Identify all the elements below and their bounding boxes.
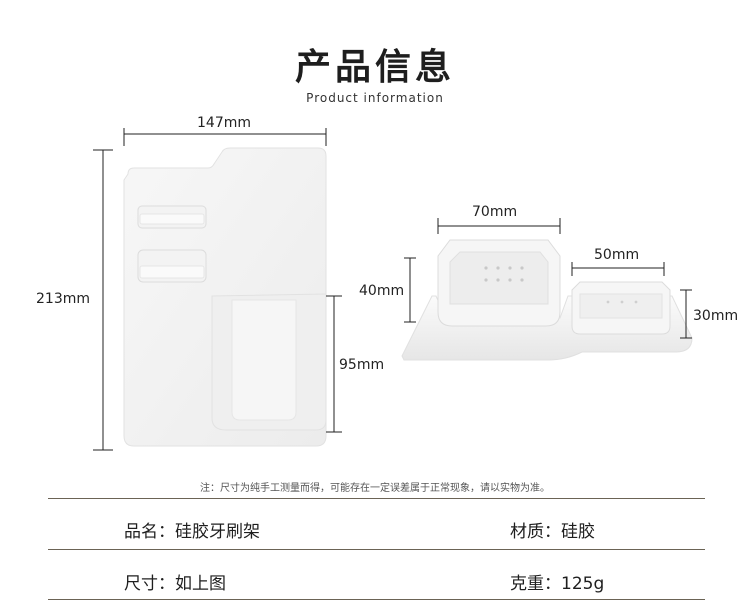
page-subtitle: Product information — [306, 91, 444, 105]
side-view — [401, 239, 693, 361]
spec-material: 材质：硅胶 — [510, 522, 595, 542]
width-label: 147mm — [197, 115, 251, 131]
page-title: 产品信息 — [294, 47, 455, 88]
spec-size: 尺寸：如上图 — [124, 574, 226, 594]
large-box-height-line — [404, 257, 416, 323]
width-dimension-line — [123, 128, 327, 146]
height-label: 213mm — [36, 291, 90, 307]
small-box-height-label: 30mm — [693, 308, 739, 324]
large-box-height-label: 40mm — [359, 283, 405, 299]
small-box-height-line — [680, 289, 692, 339]
measurement-note: 注：尺寸为纯手工测量而得，可能存在一定误差属于正常现象，请以实物为准。 — [200, 483, 550, 494]
product-diagram — [93, 128, 693, 451]
cup-height-dimension-line — [326, 295, 342, 433]
large-box-width-label: 70mm — [472, 204, 518, 220]
cup-height-label: 95mm — [339, 357, 385, 373]
divider-middle — [48, 549, 705, 550]
divider-top — [48, 498, 705, 499]
small-box-width-line — [571, 262, 665, 276]
spec-weight: 克重：125g — [510, 574, 605, 594]
divider-bottom — [48, 599, 705, 600]
spec-product-name: 品名：硅胶牙刷架 — [124, 522, 260, 542]
large-box-width-line — [437, 218, 561, 234]
front-view — [123, 147, 327, 447]
height-dimension-line — [93, 149, 113, 451]
small-box-width-label: 50mm — [594, 247, 640, 263]
